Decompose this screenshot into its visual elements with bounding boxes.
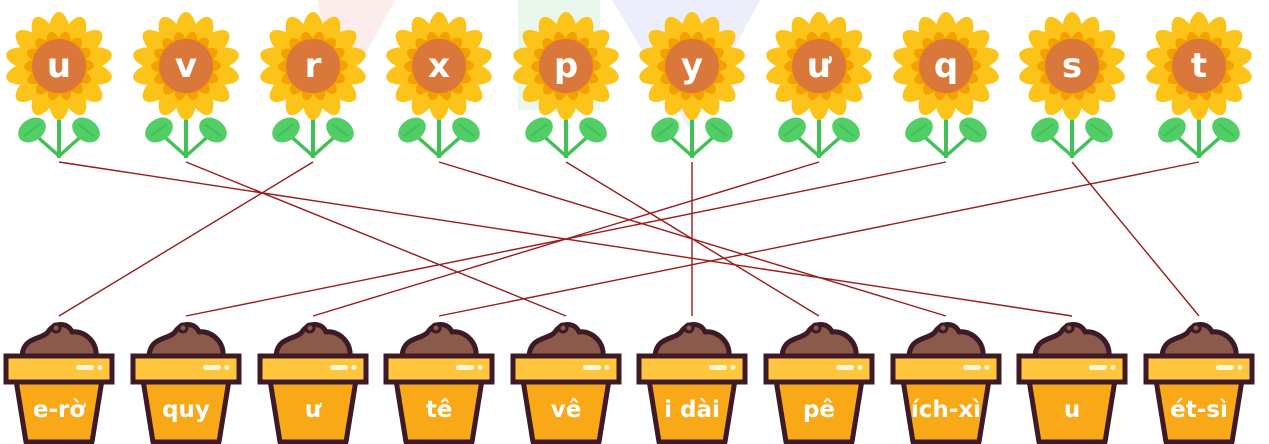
flower-5[interactable]: p <box>509 6 623 162</box>
pot-label: ư <box>304 397 322 423</box>
sunflower-icon <box>1146 12 1252 158</box>
flower-letter: v <box>174 46 198 86</box>
pot-3[interactable]: ư <box>256 318 370 444</box>
pot-1[interactable]: e-rờ <box>2 318 116 444</box>
sunflower-icon <box>893 12 999 158</box>
pot-9[interactable]: u <box>1015 318 1129 444</box>
flower-8[interactable]: q <box>889 6 1003 162</box>
flower-pot-icon <box>3 322 115 444</box>
pot-label: e-rờ <box>32 397 86 423</box>
flower-letter: u <box>46 46 72 86</box>
pot-7[interactable]: pê <box>762 318 876 444</box>
pot-2[interactable]: quy <box>129 318 243 444</box>
flower-letter: p <box>553 46 579 86</box>
pot-label: u <box>1063 397 1081 423</box>
flower-3[interactable]: r <box>256 6 370 162</box>
pot-4[interactable]: tê <box>382 318 496 444</box>
flower-pot-icon <box>890 322 1002 444</box>
sunflower-icon <box>766 12 872 158</box>
sunflower-icon <box>133 12 239 158</box>
sunflower-icon <box>6 12 112 158</box>
flower-pot-icon <box>510 322 622 444</box>
sunflower-icon <box>1019 12 1125 158</box>
flower-letter: r <box>304 46 322 86</box>
pot-label: tê <box>425 397 453 423</box>
pot-5[interactable]: vê <box>509 318 623 444</box>
flower-6[interactable]: y <box>635 6 749 162</box>
flower-9[interactable]: s <box>1015 6 1129 162</box>
flower-1[interactable]: u <box>2 6 116 162</box>
pot-8[interactable]: ích-xì <box>889 318 1003 444</box>
pot-label: ích-xì <box>910 397 982 423</box>
flower-pot-icon <box>383 322 495 444</box>
pot-label: ét-sì <box>1170 397 1228 423</box>
sunflower-icon <box>513 12 619 158</box>
flower-letter: y <box>680 46 704 86</box>
flower-pot-icon <box>257 322 369 444</box>
flower-pot-icon <box>1143 322 1255 444</box>
flower-letter: ư <box>806 46 832 86</box>
pot-label: pê <box>802 397 836 423</box>
flower-4[interactable]: x <box>382 6 496 162</box>
pot-label: i dài <box>664 397 720 423</box>
flower-letter: q <box>933 46 959 86</box>
pot-6[interactable]: i dài <box>635 318 749 444</box>
flower-pot-icon <box>763 322 875 444</box>
sunflower-icon <box>386 12 492 158</box>
flower-pot-icon <box>130 322 242 444</box>
flower-pot-icon <box>636 322 748 444</box>
flower-letter: x <box>428 46 450 86</box>
pot-label: quy <box>162 397 210 423</box>
flower-2[interactable]: v <box>129 6 243 162</box>
sunflower-icon <box>639 12 745 158</box>
flower-pot-icon <box>1016 322 1128 444</box>
flower-10[interactable]: t <box>1142 6 1256 162</box>
pot-label: vê <box>550 397 582 423</box>
flower-letter: t <box>1190 46 1208 86</box>
sunflower-icon <box>260 12 366 158</box>
flower-letter: s <box>1061 46 1083 86</box>
pot-10[interactable]: ét-sì <box>1142 318 1256 444</box>
flower-7[interactable]: ư <box>762 6 876 162</box>
